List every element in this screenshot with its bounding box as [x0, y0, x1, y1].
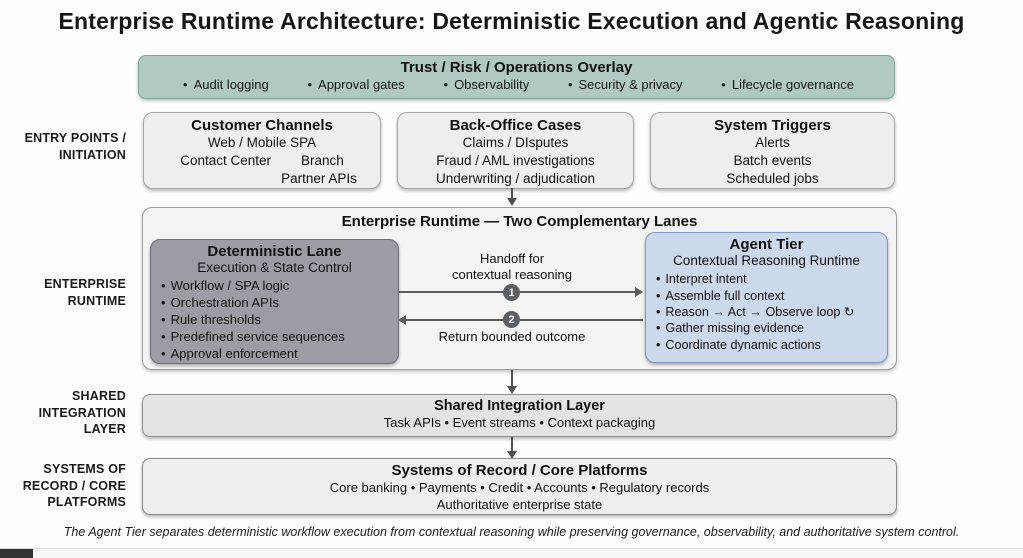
system-triggers-title: System Triggers: [714, 117, 831, 134]
systems-of-record-subline: Authoritative enterprise state: [436, 497, 603, 513]
shared-integration-layer-title: Shared Integration Layer: [434, 398, 605, 414]
shared-integration-layer-box: Shared Integration Layer Task APIs • Eve…: [142, 394, 897, 437]
step-2-badge: 2: [503, 311, 520, 328]
back-office-cases-line: Fraud / AML investigations: [436, 152, 595, 168]
video-progress-bar: [0, 549, 33, 558]
overlay-item-observability: Observability: [444, 77, 529, 92]
return-arrow-line: [406, 319, 643, 321]
bullet-item: Approval enforcement: [159, 346, 398, 363]
customer-channels-box: Customer Channels Web / Mobile SPA Conta…: [143, 112, 381, 189]
system-triggers-line: Batch events: [733, 152, 812, 168]
bullet-item: Gather missing evidence: [654, 320, 887, 336]
deterministic-lane-subtitle: Execution & State Control: [197, 260, 352, 275]
back-office-cases-line: Claims / DIsputes: [462, 135, 569, 150]
diagram-caption: The Agent Tier separates deterministic w…: [63, 525, 960, 539]
customer-channels-line: Partner APIs: [281, 170, 357, 186]
back-office-cases-box: Back-Office Cases Claims / DIsputes Frau…: [397, 112, 634, 189]
row-label-enterprise-runtime: ENTERPRISE RUNTIME: [44, 277, 126, 308]
down-arrowhead-icon: [507, 386, 517, 394]
bullet-item: Reason → Act → Observe loop ↻: [654, 304, 887, 320]
overlay-item-lifecycle-governance: Lifecycle governance: [721, 77, 854, 92]
customer-channels-line: Contact Center Branch: [180, 152, 344, 168]
step-1-badge: 1: [503, 284, 520, 301]
deterministic-lane-bullets: Workflow / SPA logic Orchestration APIs …: [151, 278, 398, 362]
systems-of-record-items: Core banking • Payments • Credit • Accou…: [329, 480, 710, 495]
agent-tier-bullets: Interpret intent Assemble full context R…: [646, 271, 887, 353]
customer-channels-title: Customer Channels: [191, 117, 333, 134]
bullet-item: Workflow / SPA logic: [159, 278, 398, 295]
left-arrowhead-icon: [398, 315, 406, 325]
bottom-strip: [0, 548, 1023, 558]
overlay-item-audit-logging: Audit logging: [183, 77, 269, 92]
system-triggers-box: System Triggers Alerts Batch events Sche…: [650, 112, 895, 189]
system-triggers-line: Scheduled jobs: [726, 170, 819, 186]
agent-tier-subtitle: Contextual Reasoning Runtime: [673, 253, 860, 268]
agent-tier-box: Agent Tier Contextual Reasoning Runtime …: [645, 232, 888, 363]
page-title: Enterprise Runtime Architecture: Determi…: [58, 8, 965, 34]
bullet-item: Assemble full context: [654, 288, 887, 304]
trust-risk-operations-overlay: Trust / Risk / Operations Overlay Audit …: [138, 55, 895, 99]
down-arrowhead-icon: [507, 198, 517, 206]
overlay-title: Trust / Risk / Operations Overlay: [400, 59, 633, 76]
row-label-shared-integration-layer: SHARED INTEGRATION LAYER: [38, 389, 126, 436]
deterministic-lane-title: Deterministic Lane: [207, 243, 342, 260]
down-arrow-line: [511, 188, 513, 199]
deterministic-lane-box: Deterministic Lane Execution & State Con…: [150, 239, 399, 364]
overlay-items: Audit logging Approval gates Observabili…: [139, 76, 894, 92]
bullet-item: Rule thresholds: [159, 312, 398, 329]
bullet-item: Predefined service sequences: [159, 329, 398, 346]
down-arrow-line: [511, 437, 513, 452]
back-office-cases-title: Back-Office Cases: [449, 117, 582, 134]
return-label: Return bounded outcome: [438, 329, 586, 344]
customer-channels-line: Web / Mobile SPA: [207, 135, 317, 150]
row-label-systems-of-record: SYSTEMS OF RECORD / CORE PLATFORMS: [22, 462, 126, 509]
row-label-entry-points: ENTRY POINTS / INITIATION: [24, 131, 126, 162]
down-arrowhead-icon: [507, 451, 517, 459]
systems-of-record-title: Systems of Record / Core Platforms: [391, 462, 648, 479]
right-arrowhead-icon: [635, 287, 643, 297]
bullet-item: Coordinate dynamic actions: [654, 337, 887, 353]
systems-of-record-box: Systems of Record / Core Platforms Core …: [142, 458, 897, 515]
agent-tier-title: Agent Tier: [729, 236, 804, 253]
system-triggers-line: Alerts: [755, 135, 790, 150]
overlay-item-security-privacy: Security & privacy: [568, 77, 683, 92]
handoff-label: Handoff for contextual reasoning: [452, 251, 572, 283]
shared-integration-layer-items: Task APIs • Event streams • Context pack…: [383, 415, 656, 430]
down-arrow-line: [511, 370, 513, 387]
enterprise-runtime-title: Enterprise Runtime — Two Complementary L…: [341, 213, 698, 230]
overlay-item-approval-gates: Approval gates: [307, 77, 405, 92]
back-office-cases-line: Underwriting / adjudication: [435, 170, 596, 186]
bullet-item: Orchestration APIs: [159, 295, 398, 312]
bullet-item: Interpret intent: [654, 271, 887, 287]
